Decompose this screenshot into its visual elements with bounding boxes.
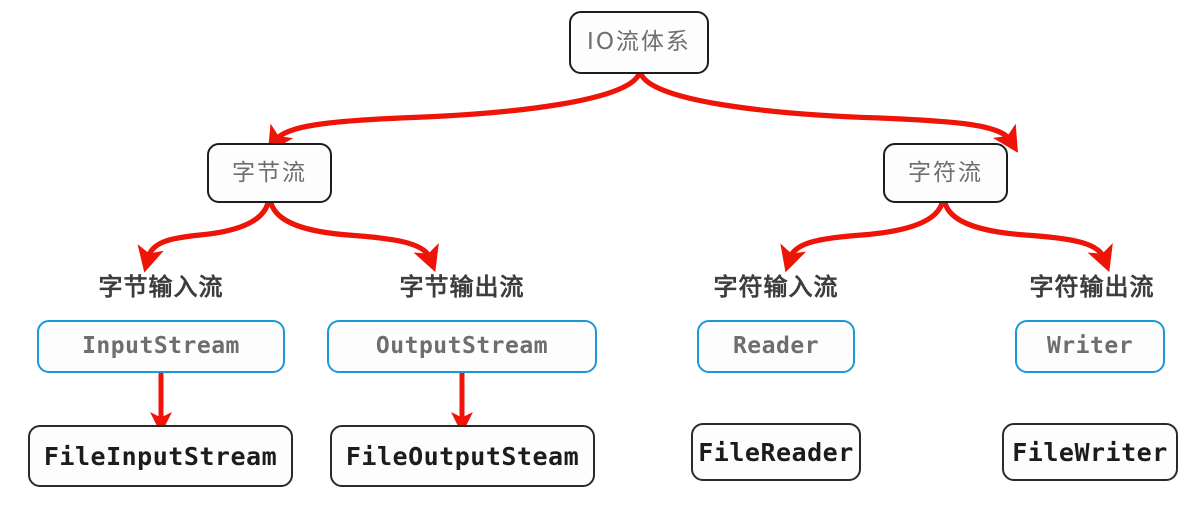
node-reader[interactable]: Reader xyxy=(697,320,855,373)
heading-char-output-stream-label: 字符输出流 xyxy=(1029,273,1155,301)
heading-char-output-stream: 字符输出流 xyxy=(1013,275,1171,299)
node-byte-stream[interactable]: 字节流 xyxy=(207,143,332,203)
node-filereader[interactable]: FileReader xyxy=(691,423,861,481)
edge-byte-stream-to-byte-input xyxy=(137,200,271,273)
node-outputstream-label: OutputStream xyxy=(375,333,549,359)
node-filereader-label: FileReader xyxy=(698,437,854,467)
node-root-label: IO流体系 xyxy=(587,29,691,55)
heading-byte-input-stream-label: 字节输入流 xyxy=(98,273,224,301)
node-char-stream[interactable]: 字符流 xyxy=(883,143,1008,203)
node-fileinputstream[interactable]: FileInputStream xyxy=(28,425,293,487)
edge-root-to-byte-stream xyxy=(267,71,642,153)
heading-char-input-stream-label: 字符输入流 xyxy=(713,273,839,301)
node-fileoutputsteam-label: FileOutputSteam xyxy=(345,441,580,471)
node-char-stream-label: 字符流 xyxy=(908,159,983,186)
heading-byte-output-stream-label: 字节输出流 xyxy=(399,273,525,301)
node-inputstream-label: InputStream xyxy=(82,333,240,359)
node-root[interactable]: IO流体系 xyxy=(569,11,709,74)
node-outputstream[interactable]: OutputStream xyxy=(327,320,597,373)
heading-char-input-stream: 字符输入流 xyxy=(697,275,855,299)
node-filewriter[interactable]: FileWriter xyxy=(1002,423,1178,481)
heading-byte-input-stream: 字节输入流 xyxy=(37,275,285,299)
node-byte-stream-label: 字节流 xyxy=(232,159,307,186)
node-filewriter-label: FileWriter xyxy=(1012,437,1168,467)
node-writer[interactable]: Writer xyxy=(1015,320,1165,373)
node-fileoutputsteam[interactable]: FileOutputSteam xyxy=(330,425,595,487)
edge-byte-stream-to-byte-output xyxy=(268,200,439,273)
edge-root-to-char-stream xyxy=(638,71,1019,153)
edge-char-stream-to-char-output xyxy=(942,200,1113,273)
node-reader-label: Reader xyxy=(732,333,820,359)
heading-byte-output-stream: 字节输出流 xyxy=(327,275,597,299)
node-inputstream[interactable]: InputStream xyxy=(37,320,285,373)
edge-char-stream-to-char-input xyxy=(780,200,945,273)
node-writer-label: Writer xyxy=(1046,333,1134,359)
node-fileinputstream-label: FileInputStream xyxy=(43,441,278,471)
